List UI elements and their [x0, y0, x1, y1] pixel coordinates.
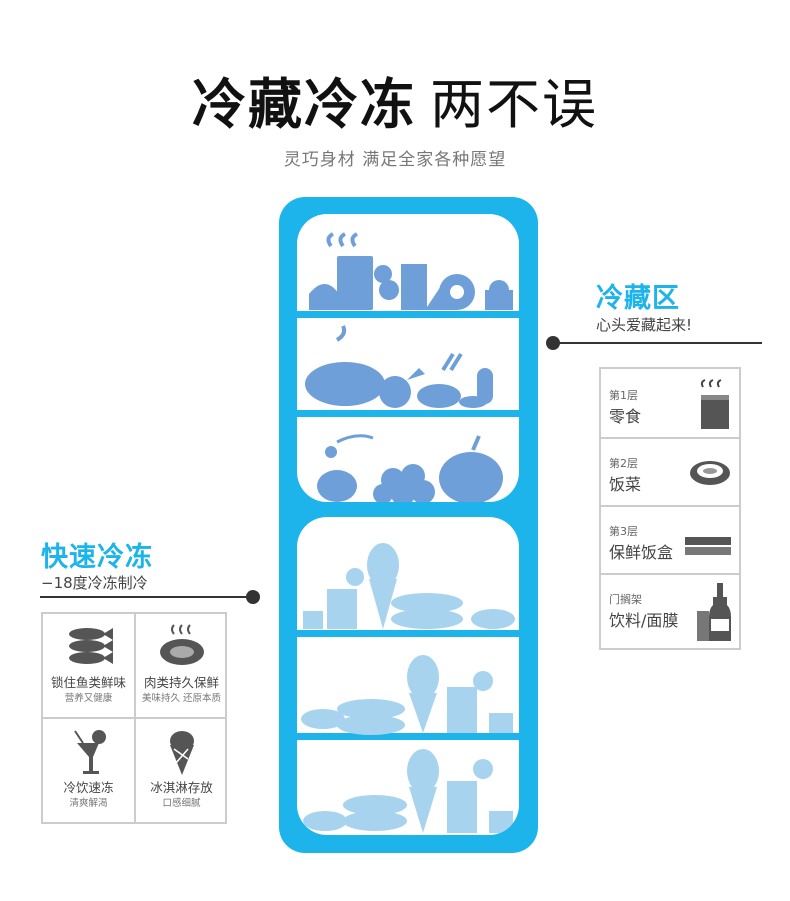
feature-cell: 冰淇淋存放 口感细腻: [136, 719, 227, 822]
freezer-zone-leader-line: [40, 596, 254, 598]
divider: [43, 717, 225, 719]
bottle-icon: [697, 583, 731, 641]
feature-desc: 营养又健康: [64, 693, 113, 704]
layer-row: 第3层 保鲜饭盒: [601, 505, 739, 575]
layer-row: 第2层 饭菜: [601, 437, 739, 507]
fridge-zone-title: 冷藏区: [596, 283, 680, 314]
snack-foods-icon: [309, 232, 513, 310]
page-subtitle: 灵巧身材 满足全家各种愿望: [283, 150, 507, 170]
frozen-foods-icon: [303, 543, 515, 629]
cooked-foods-icon: [305, 325, 493, 408]
cold-drink-icon: [74, 730, 106, 774]
layer-label: 第1层: [609, 389, 638, 402]
steak-icon: [160, 624, 204, 665]
freezer-zone-pointer-dot: [246, 590, 260, 604]
fruits-vegetables-icon: [317, 434, 503, 502]
fridge-zone-pointer-dot: [546, 336, 560, 350]
page-title: 冷藏冷冻两不误: [0, 60, 790, 139]
feature-name: 锁住鱼类鲜味: [50, 675, 126, 690]
title-tail: 两不误: [430, 73, 598, 136]
feature-desc: 美味持久 还原本质: [141, 693, 222, 704]
layer-row: 第1层 零食: [601, 369, 739, 439]
shelf: [297, 630, 519, 637]
feature-desc: 口感细腻: [162, 798, 201, 809]
title-main: 冷藏冷冻: [192, 73, 416, 136]
fridge-layers-panel: 第1层 零食 第2层 饭菜 第3层 保鲜饭盒 门搁架 饮料/面膜: [599, 367, 741, 650]
layer-label: 第2层: [609, 457, 638, 470]
layer-label: 第3层: [609, 525, 638, 538]
fridge-zone-subtitle: 心头爱藏起来!: [596, 316, 693, 334]
layer-name: 保鲜饭盒: [609, 543, 674, 562]
feature-name: 冰淇淋存放: [150, 780, 213, 795]
lunch-box-icon: [685, 537, 731, 555]
shelf: [297, 733, 519, 740]
feature-cell: 冷饮速冻 清爽解渴: [43, 719, 134, 822]
feature-name: 肉类持久保鲜: [143, 675, 219, 690]
feature-cell: 锁住鱼类鲜味 营养又健康: [43, 614, 134, 717]
feature-cell: 肉类持久保鲜 美味持久 还原本质: [136, 614, 227, 717]
dish-bowl-icon: [690, 461, 730, 485]
fridge-zone-leader-line: [554, 342, 762, 344]
layer-row: 门搁架 饮料/面膜: [601, 573, 739, 641]
freezer-zone-title: 快速冷冻: [41, 542, 153, 573]
freezer-zone-subtitle: −18度冷冻制冷: [41, 574, 148, 592]
layer-name: 零食: [609, 407, 642, 426]
frozen-foods-icon: [301, 655, 513, 735]
freezer-compartment: [297, 517, 519, 835]
feature-name: 冷饮速冻: [63, 780, 114, 795]
layer-label: 门搁架: [609, 593, 642, 606]
snack-bag-icon: [700, 379, 729, 429]
frozen-foods-icon: [303, 749, 513, 833]
layer-name: 饮料/面膜: [609, 611, 679, 630]
refrigerator-compartment: [297, 214, 519, 502]
feature-desc: 清爽解渴: [69, 798, 108, 809]
shelf: [297, 410, 519, 417]
fish-icon: [69, 628, 113, 664]
shelf: [297, 311, 519, 318]
fridge-illustration: [279, 197, 538, 853]
ice-cream-icon: [170, 731, 194, 775]
layer-name: 饭菜: [609, 475, 642, 494]
freezer-features-panel: 锁住鱼类鲜味 营养又健康 肉类持久保鲜 美味持久 还原本质 冷饮速冻 清爽解渴 …: [41, 612, 227, 824]
